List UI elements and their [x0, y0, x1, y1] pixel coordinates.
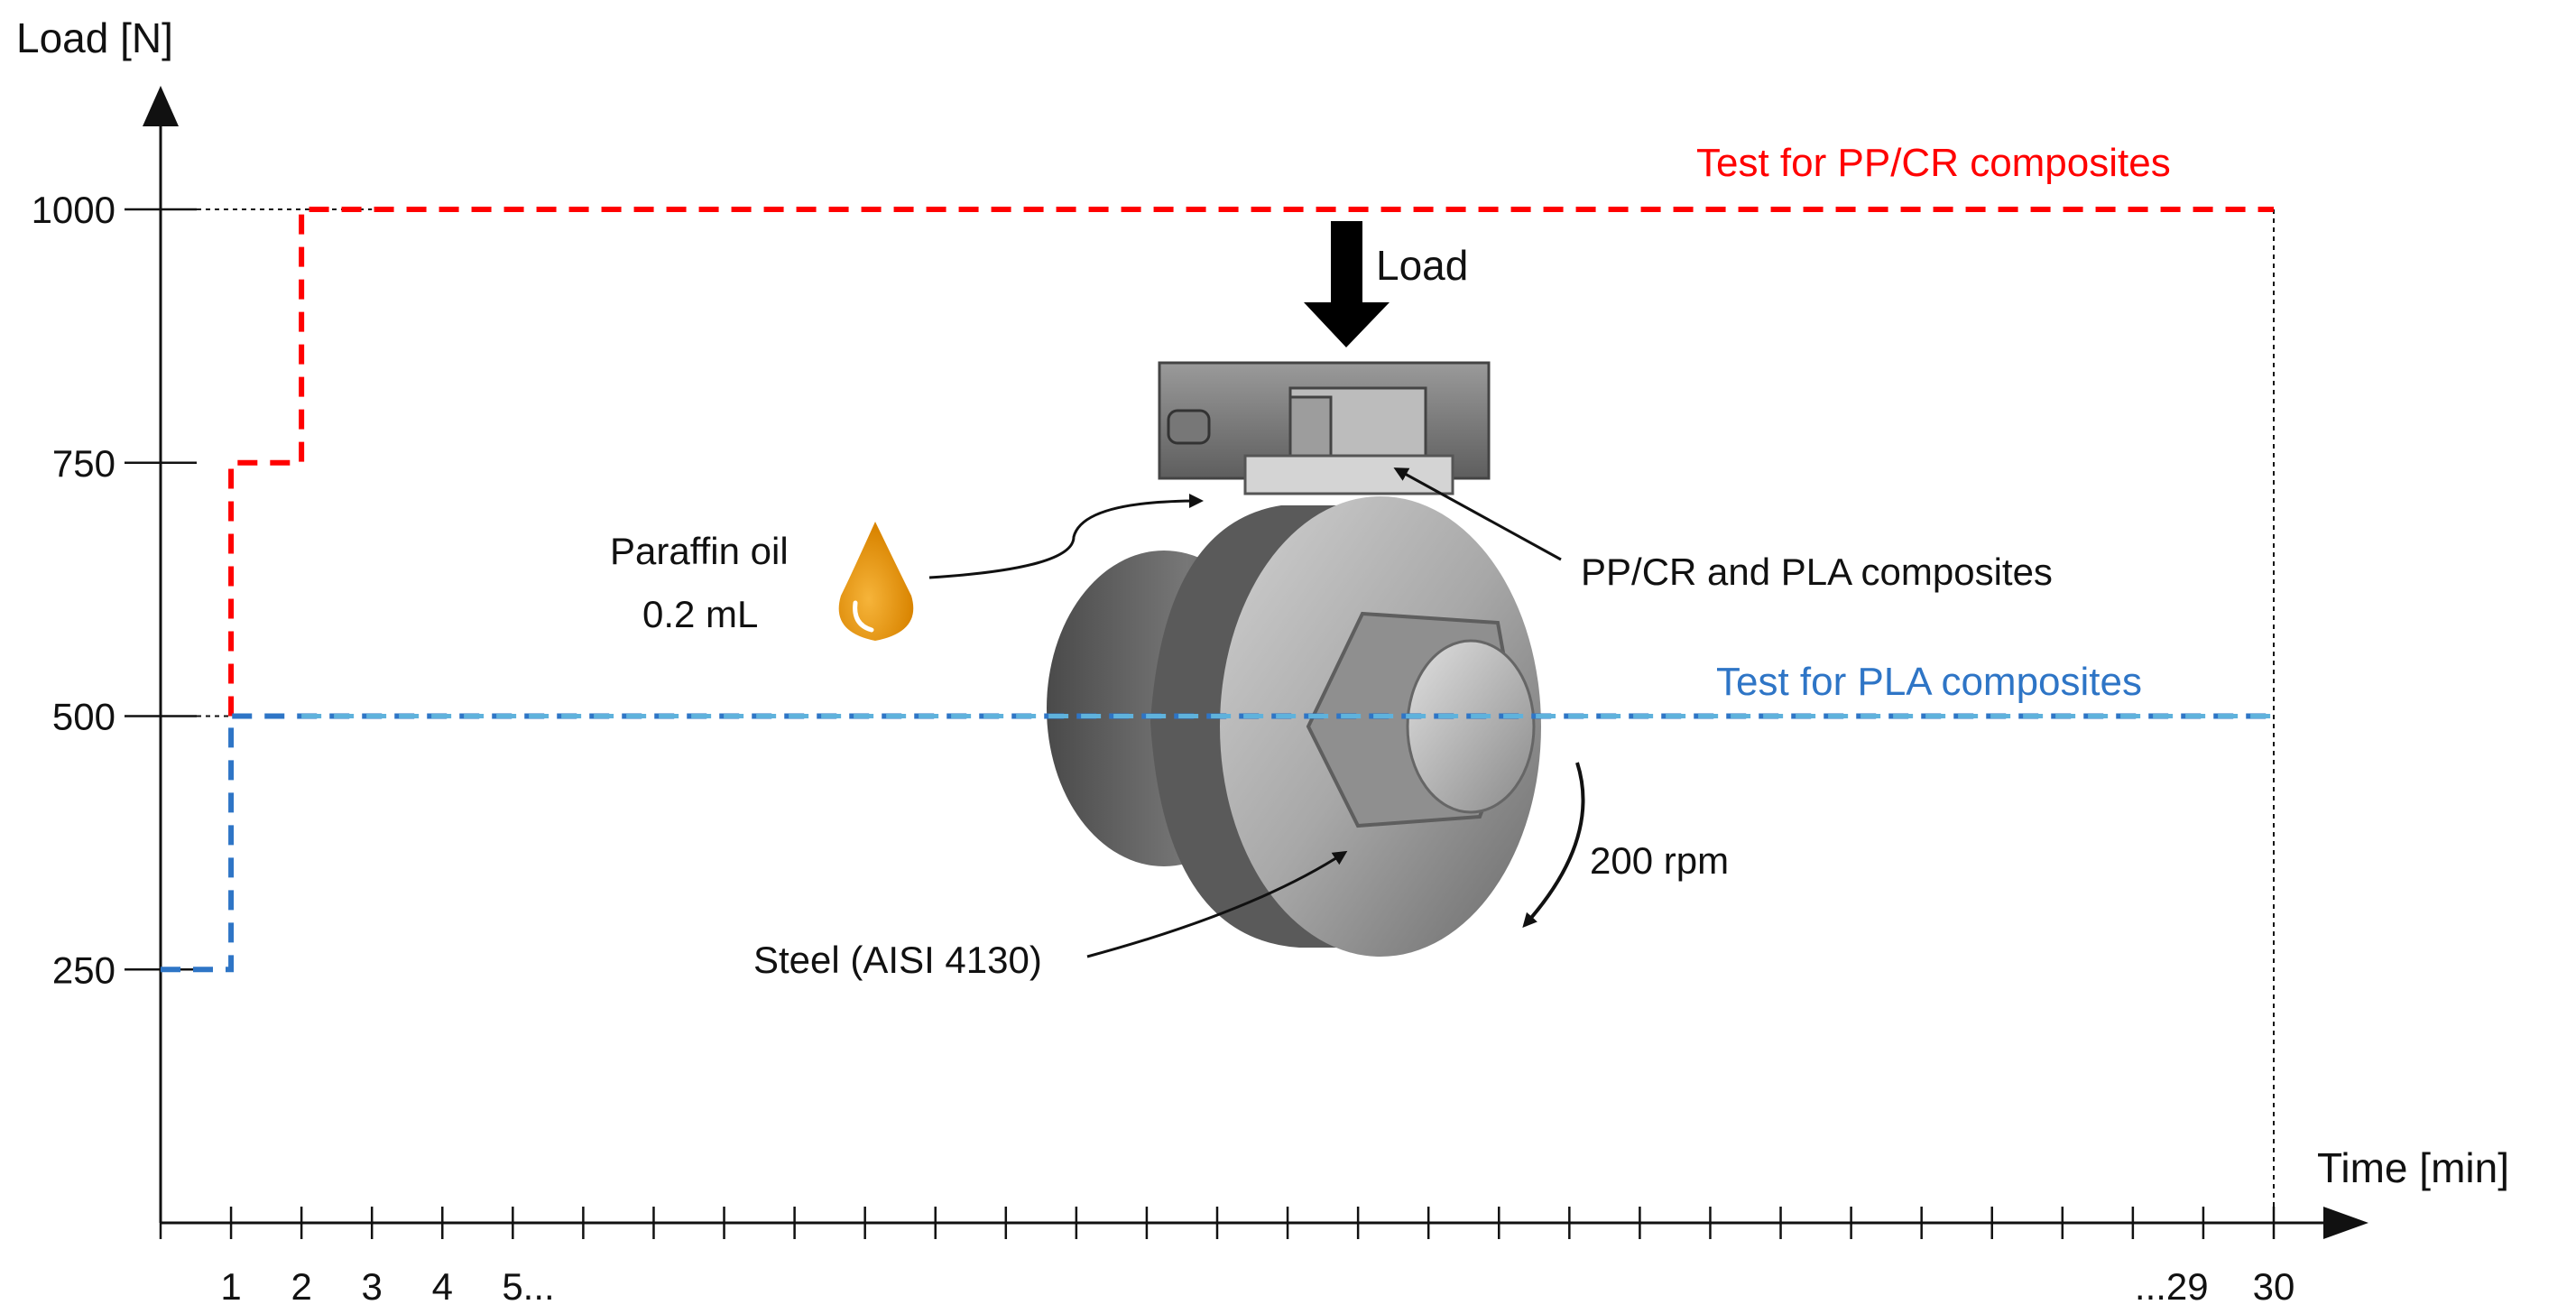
axes [143, 86, 2368, 1239]
holder-screw [1167, 409, 1211, 445]
y-axis-arrow [143, 86, 179, 126]
x-axis-title: Time [min] [2317, 1144, 2509, 1191]
bolt-head [1406, 639, 1536, 814]
x-minor-ticks [159, 1207, 2276, 1239]
oil-drop-icon [838, 522, 914, 641]
tribometer-illustration [838, 221, 1585, 958]
rotation-arrow [1522, 762, 1585, 928]
x-axis-arrow [2323, 1207, 2368, 1239]
oil-drop-highlight [853, 600, 874, 633]
y-tick-label: 250 [52, 948, 115, 991]
steel-leader-line [1086, 850, 1348, 958]
y-axis-title: Load [N] [16, 14, 173, 61]
x-tick-label: 4 [432, 1265, 453, 1308]
guide-lines [161, 208, 2275, 1223]
series-line-pp-cr [228, 207, 2274, 717]
legend-label-pp-cr: Test for PP/CR composites [1696, 141, 2171, 185]
y-tick-label: 1000 [32, 189, 115, 231]
x-tick-label: 1 [220, 1265, 241, 1308]
x-tick-label: 2 [291, 1265, 311, 1308]
load-arrow [1304, 221, 1390, 347]
x-tick-label: 3 [362, 1265, 383, 1308]
steel-label: Steel (AISI 4130) [753, 939, 1042, 981]
rpm-label: 200 rpm [1590, 839, 1729, 882]
y-tick-label: 750 [52, 442, 115, 485]
load-label: Load [1376, 242, 1468, 289]
composites-leader-line [1393, 467, 1562, 561]
y-tick-label: 500 [52, 696, 115, 738]
oil-label-line2: 0.2 mL [642, 593, 758, 635]
legend-label-pla: Test for PLA composites [1716, 660, 2142, 704]
oil-label-line1: Paraffin oil [610, 530, 789, 572]
x-tick-label: ...29 [2135, 1265, 2209, 1308]
x-tick-label: 30 [2253, 1265, 2295, 1308]
oil-leader-line [928, 494, 1204, 579]
series-lines [161, 207, 2274, 973]
x-tick-label: 5... [502, 1265, 554, 1308]
x-tick-labels: 1 2 3 4 5... ...29 30 [220, 1265, 2294, 1308]
composites-label: PP/CR and PLA composites [1581, 551, 2053, 593]
composite-sample [1243, 454, 1454, 495]
y-ticks: 250 500 750 1000 [32, 189, 197, 991]
